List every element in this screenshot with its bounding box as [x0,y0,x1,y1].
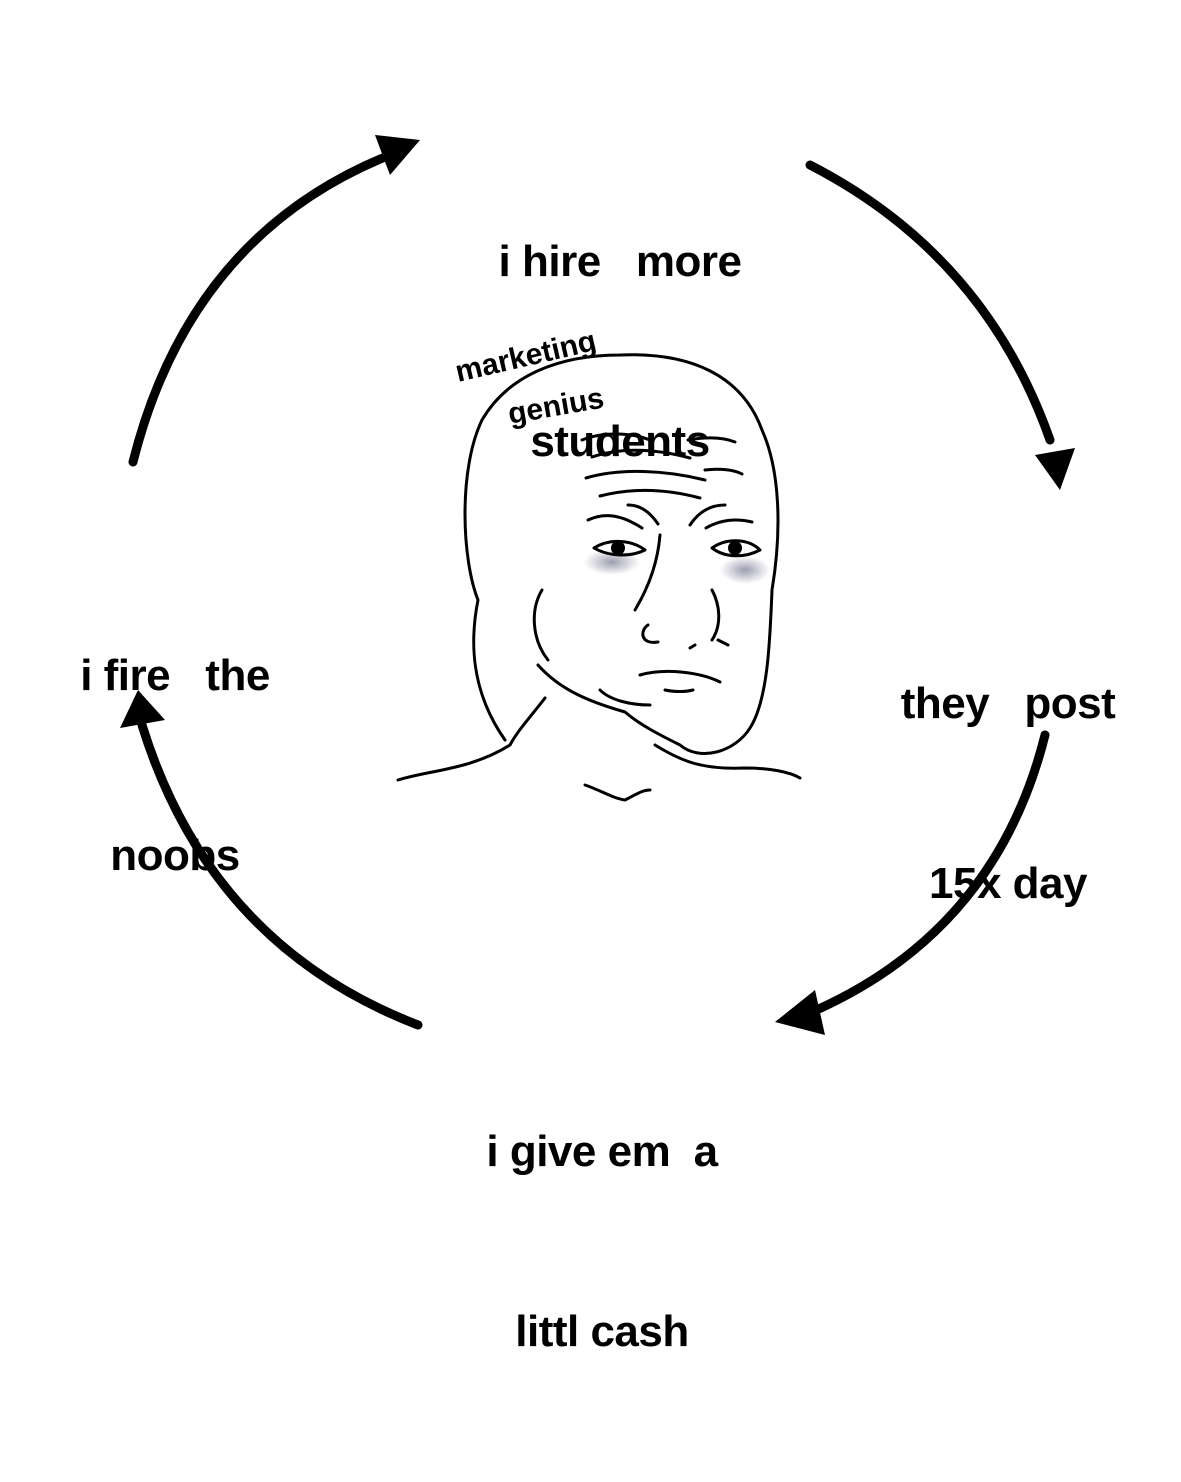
cycle-step-cash-line-2: littl cash [515,1307,689,1356]
cycle-step-hire-line-1: i hire more [498,237,742,286]
arrow-top-right-head-icon [1035,448,1075,490]
cycle-step-fire: i fire the noobs [30,526,320,1006]
cycle-arrows [120,135,1075,1035]
cycle-step-fire-line-1: i fire the [80,651,270,700]
cycle-step-post: they post 15x day [848,554,1168,1034]
cycle-step-hire: i hire more students [440,112,800,592]
cycle-step-cash: i give em a littl cash [432,1002,772,1482]
wojak-sad-face-icon [396,353,802,802]
arrow-top-right [805,160,1055,445]
cycle-step-post-line-1: they post [900,679,1116,728]
cycle-diagram: marketing genius i hire more students th… [30,112,1168,1356]
arrow-bottom-right [800,730,1050,1020]
diagram-artwork: marketing genius [120,135,1075,1035]
arrow-top-left [128,150,395,467]
arrow-bottom-left-head-icon [120,690,165,728]
cycle-step-hire-line-2: students [530,417,710,466]
cycle-step-fire-line-2: noobs [110,831,240,880]
arrow-bottom-right-head-icon [775,990,825,1035]
arrow-bottom-left [137,720,423,1030]
arrow-top-left-head-icon [375,135,420,175]
cycle-step-cash-line-1: i give em a [486,1127,718,1176]
cycle-step-post-line-2: 15x day [929,859,1087,908]
